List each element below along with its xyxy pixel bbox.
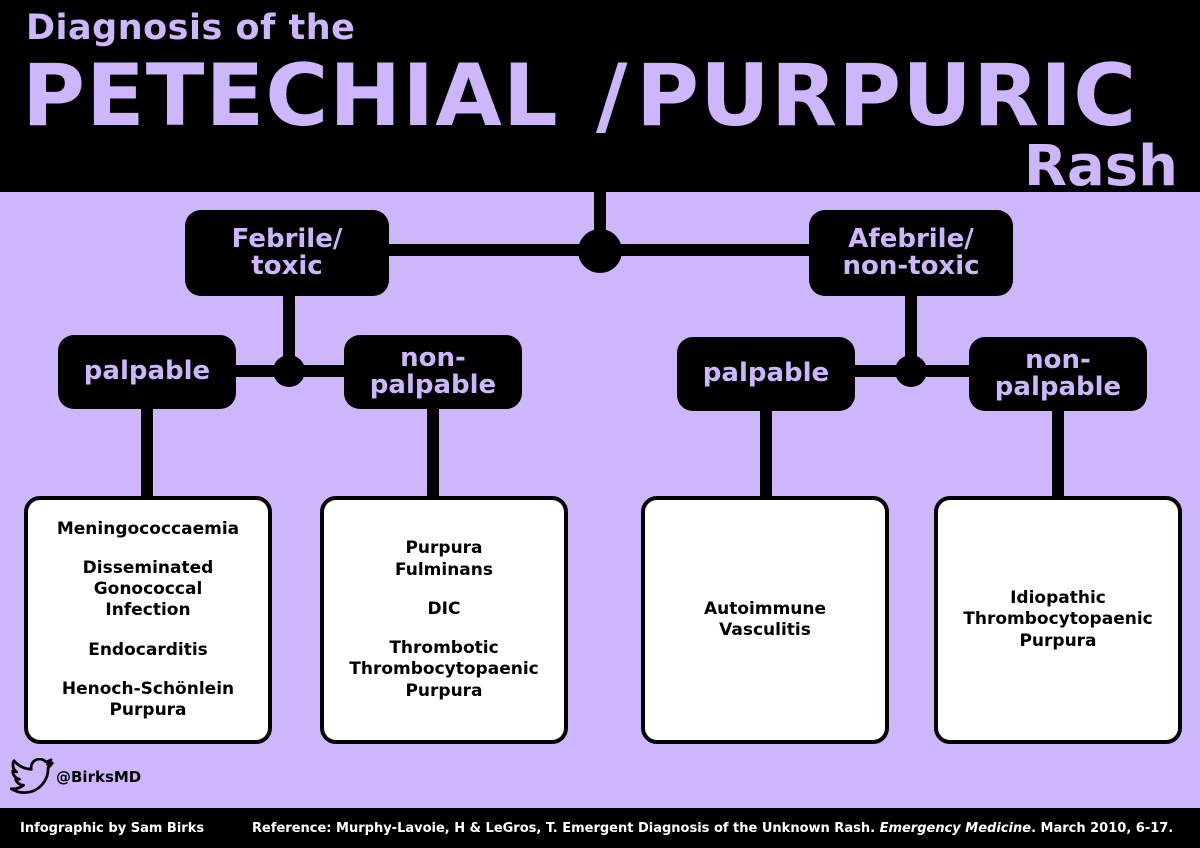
afebrile-down-connector <box>905 294 917 372</box>
febrile-palpable-connector <box>141 407 153 500</box>
febrile-nonpalpable-connector <box>427 407 439 500</box>
afebrile-nonpalpable-node: non- palpable <box>969 337 1147 411</box>
footer-bar: Infographic by Sam Birks Reference: Murp… <box>0 808 1200 848</box>
diagnosis-item: Purpura Fulminans <box>394 538 494 580</box>
febrile-palpable-node: palpable <box>58 335 236 409</box>
diagnosis-item: Disseminated Gonococcal Infection <box>82 557 214 621</box>
header-subtitle: Diagnosis of the <box>26 8 356 48</box>
febrile-down-connector <box>283 294 295 372</box>
title-purpuric: PURPURIC <box>636 46 1138 146</box>
afebrile-junction-dot <box>895 355 927 387</box>
diagnosis-item: Meningococcaemia <box>56 518 240 539</box>
febrile-nonpalpable-node: non- palpable <box>344 335 522 409</box>
diagnosis-item: Idiopathic Thrombocytopaenic Purpura <box>963 588 1153 651</box>
reference-prefix: Reference: Murphy-Lavoie, H & LeGros, T.… <box>252 821 876 836</box>
twitter-bird-icon <box>10 758 54 794</box>
reference-text: Reference: Murphy-Lavoie, H & LeGros, T.… <box>252 821 1173 836</box>
reference-suffix: . March 2010, 6-17. <box>1031 821 1174 836</box>
febrile-palpable-box: Meningococcaemia Disseminated Gonococcal… <box>24 496 272 744</box>
title-petechial: PETECHIAL <box>22 46 559 146</box>
diagnosis-item: Autoimmune Vasculitis <box>703 598 827 640</box>
title-slash: / <box>596 46 629 146</box>
afebrile-nontoxic-node: Afebrile/ non-toxic <box>809 210 1013 296</box>
title-rash: Rash <box>1023 134 1178 199</box>
afebrile-palpable-box: Autoimmune Vasculitis <box>641 496 889 744</box>
diagnosis-item: DIC <box>427 598 461 619</box>
header-banner: Diagnosis of the PETECHIAL / PURPURIC Ra… <box>0 0 1200 199</box>
febrile-nonpalpable-box: Purpura Fulminans DIC Thrombotic Thrombo… <box>320 496 568 744</box>
diagnosis-item: Henoch-Schönlein Purpura <box>61 678 235 721</box>
diagnosis-item: Endocarditis <box>88 639 208 660</box>
root-junction-dot <box>578 229 622 273</box>
reference-journal: Emergency Medicine <box>879 821 1032 836</box>
diagnosis-item: Thrombotic Thrombocytopaenic Purpura <box>349 638 539 701</box>
afebrile-nonpalpable-box: Idiopathic Thrombocytopaenic Purpura <box>934 496 1182 744</box>
febrile-toxic-node: Febrile/ toxic <box>185 210 389 296</box>
afebrile-palpable-node: palpable <box>677 337 855 411</box>
afebrile-nonpalpable-connector <box>1052 409 1064 500</box>
afebrile-palpable-connector <box>760 409 772 500</box>
febrile-junction-dot <box>273 355 305 387</box>
twitter-handle: @BirksMD <box>56 768 142 786</box>
credit-text: Infographic by Sam Birks <box>20 821 205 836</box>
